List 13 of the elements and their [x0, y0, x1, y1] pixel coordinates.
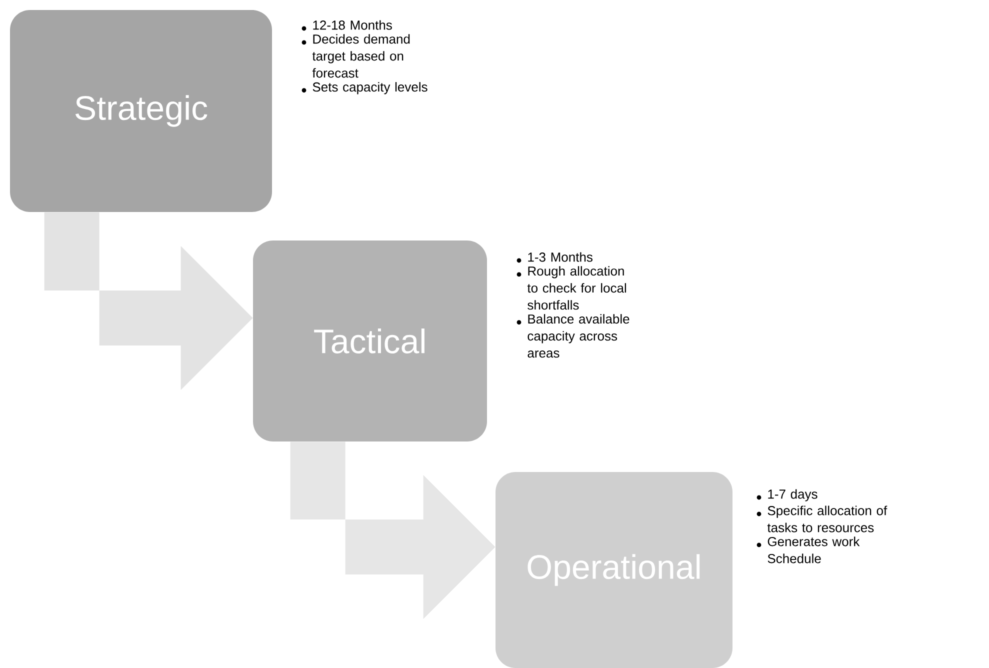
bullet-text: 12-18 Months: [313, 20, 392, 30]
rounded-box: Strategic: [10, 10, 272, 212]
bent-arrow: [290, 442, 496, 619]
bullet-text: Rough allocation to check for local shortfalls: [527, 266, 626, 310]
bullet-text: Generates work Schedule: [768, 536, 860, 564]
bent-arrow: [44, 212, 253, 390]
bullet-text: Sets capacity levels: [312, 82, 428, 94]
bullet-text: 1-3 Months: [528, 252, 592, 262]
bullet-text: Balance available capacity across areas: [528, 314, 630, 358]
rounded-box: Tactical: [253, 240, 487, 442]
bullet-text: Specific allocation of tasks to resources: [767, 506, 888, 532]
bullet-text: Decides demand target based on forecast: [312, 34, 410, 78]
bullet-text: 1-7 days: [768, 489, 818, 502]
